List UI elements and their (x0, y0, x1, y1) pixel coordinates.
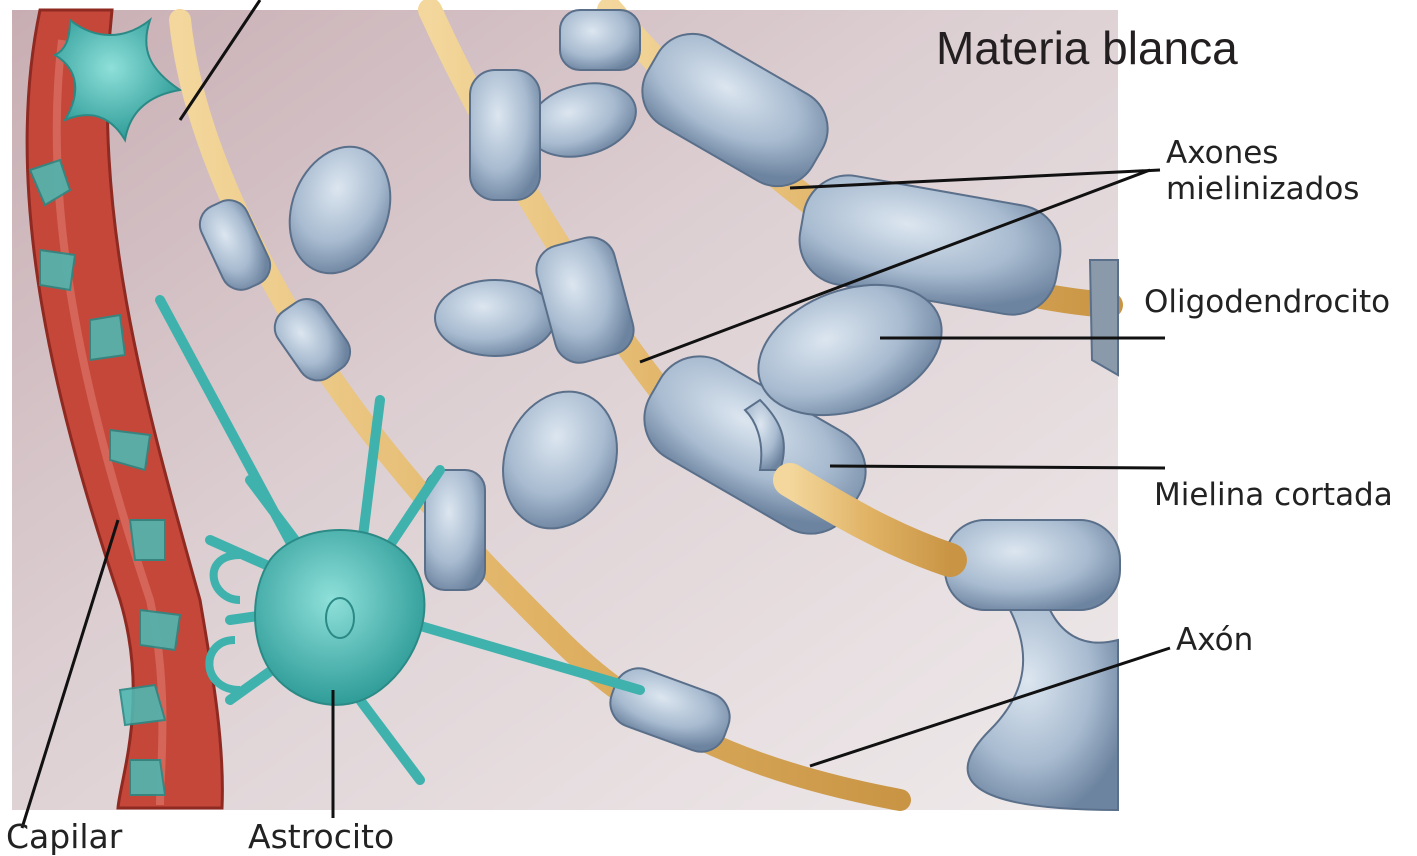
label-mielina-cortada: Mielina cortada (1154, 478, 1393, 514)
label-axones-mielinizados: Axones mielinizados (1166, 136, 1359, 207)
label-astrocito: Astrocito (248, 818, 394, 856)
diagram-title: Materia blanca (936, 22, 1238, 75)
label-capilar: Capilar (6, 818, 122, 856)
label-oligodendrocito: Oligodendrocito (1144, 285, 1390, 321)
label-axon: Axón (1176, 623, 1253, 659)
leader-mielina (830, 466, 1165, 468)
cut-end (1090, 260, 1118, 375)
